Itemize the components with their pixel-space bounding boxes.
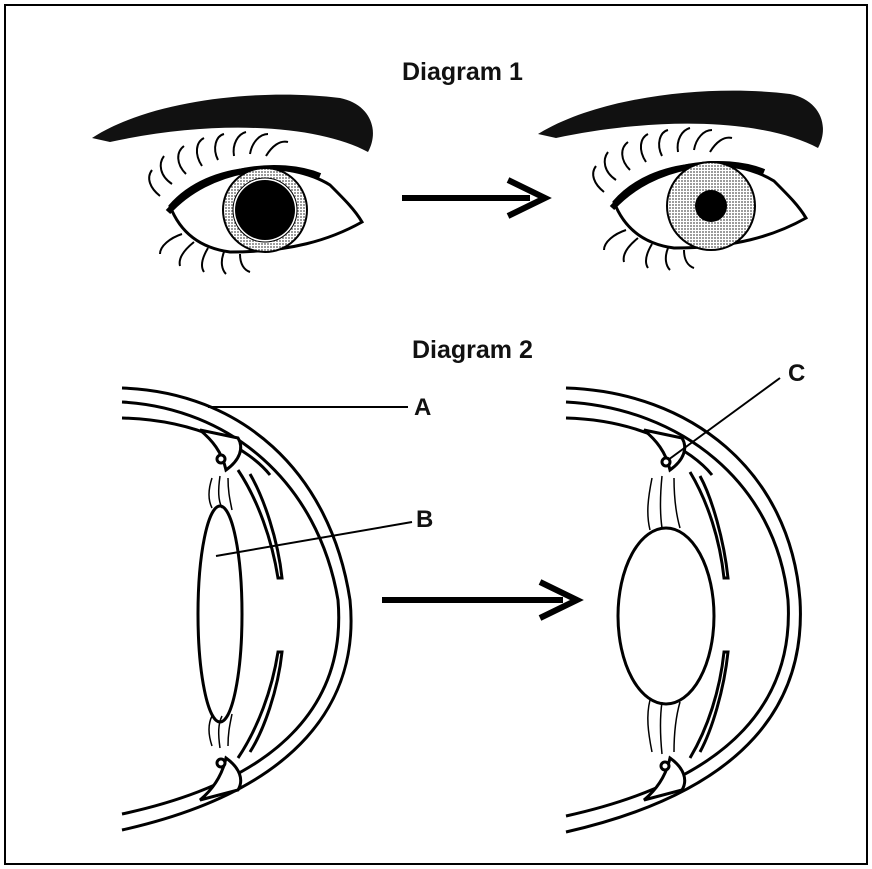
- lens-thin: [198, 506, 242, 722]
- arrow-diagram-2: [382, 582, 577, 618]
- eyebrow-right: [538, 91, 823, 148]
- eye-left-dilated: [92, 95, 373, 274]
- eye-section-left: [122, 388, 351, 830]
- label-b: B: [416, 506, 433, 534]
- pupil-constricted: [695, 190, 727, 222]
- diagram-1-title: Diagram 1: [402, 58, 523, 87]
- lens-thick: [618, 528, 714, 704]
- eye-section-right: [566, 388, 800, 832]
- arrow-diagram-1: [402, 180, 545, 216]
- diagram-2-title: Diagram 2: [412, 336, 533, 365]
- label-c: C: [788, 360, 805, 388]
- eye-right-constricted: [538, 91, 823, 270]
- label-a: A: [414, 394, 431, 422]
- eyebrow-left: [92, 95, 373, 152]
- pupil-dilated: [235, 180, 295, 240]
